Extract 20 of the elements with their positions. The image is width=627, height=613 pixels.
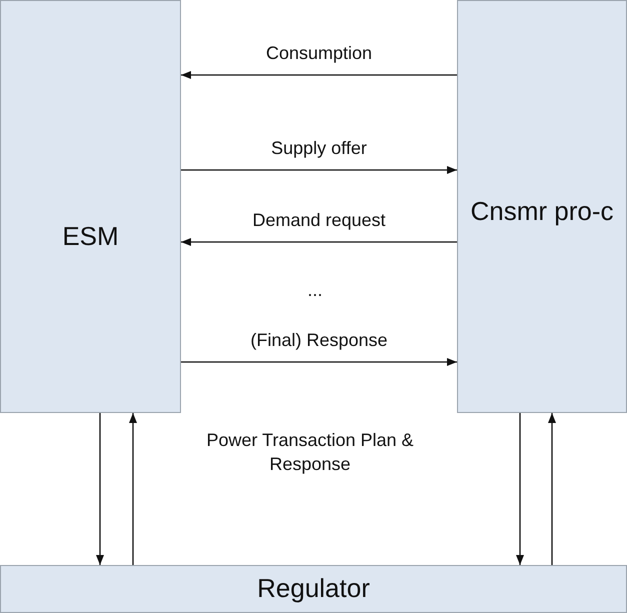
arrow	[129, 413, 137, 565]
arrow	[181, 71, 457, 79]
edge-label: Supply offer	[271, 138, 367, 160]
arrow	[181, 238, 457, 246]
regulator-box	[0, 565, 627, 613]
edge-label: Demand request	[252, 210, 386, 232]
arrow	[181, 166, 457, 174]
arrow	[516, 413, 524, 565]
entity-box	[457, 0, 627, 413]
annotation-text: Power Transaction Plan & Response	[205, 429, 415, 476]
edge-label: Consumption	[266, 43, 372, 65]
node-label: Regulator	[257, 572, 370, 606]
arrow	[181, 358, 457, 366]
arrow	[96, 413, 104, 565]
edge-label: (Final) Response	[250, 330, 388, 352]
arrow	[548, 413, 556, 565]
entity-box	[0, 0, 181, 413]
ellipsis-text: ...	[306, 279, 324, 302]
node-label: Cnsmr pro-c	[470, 194, 614, 228]
node-label: ESM	[62, 220, 119, 253]
